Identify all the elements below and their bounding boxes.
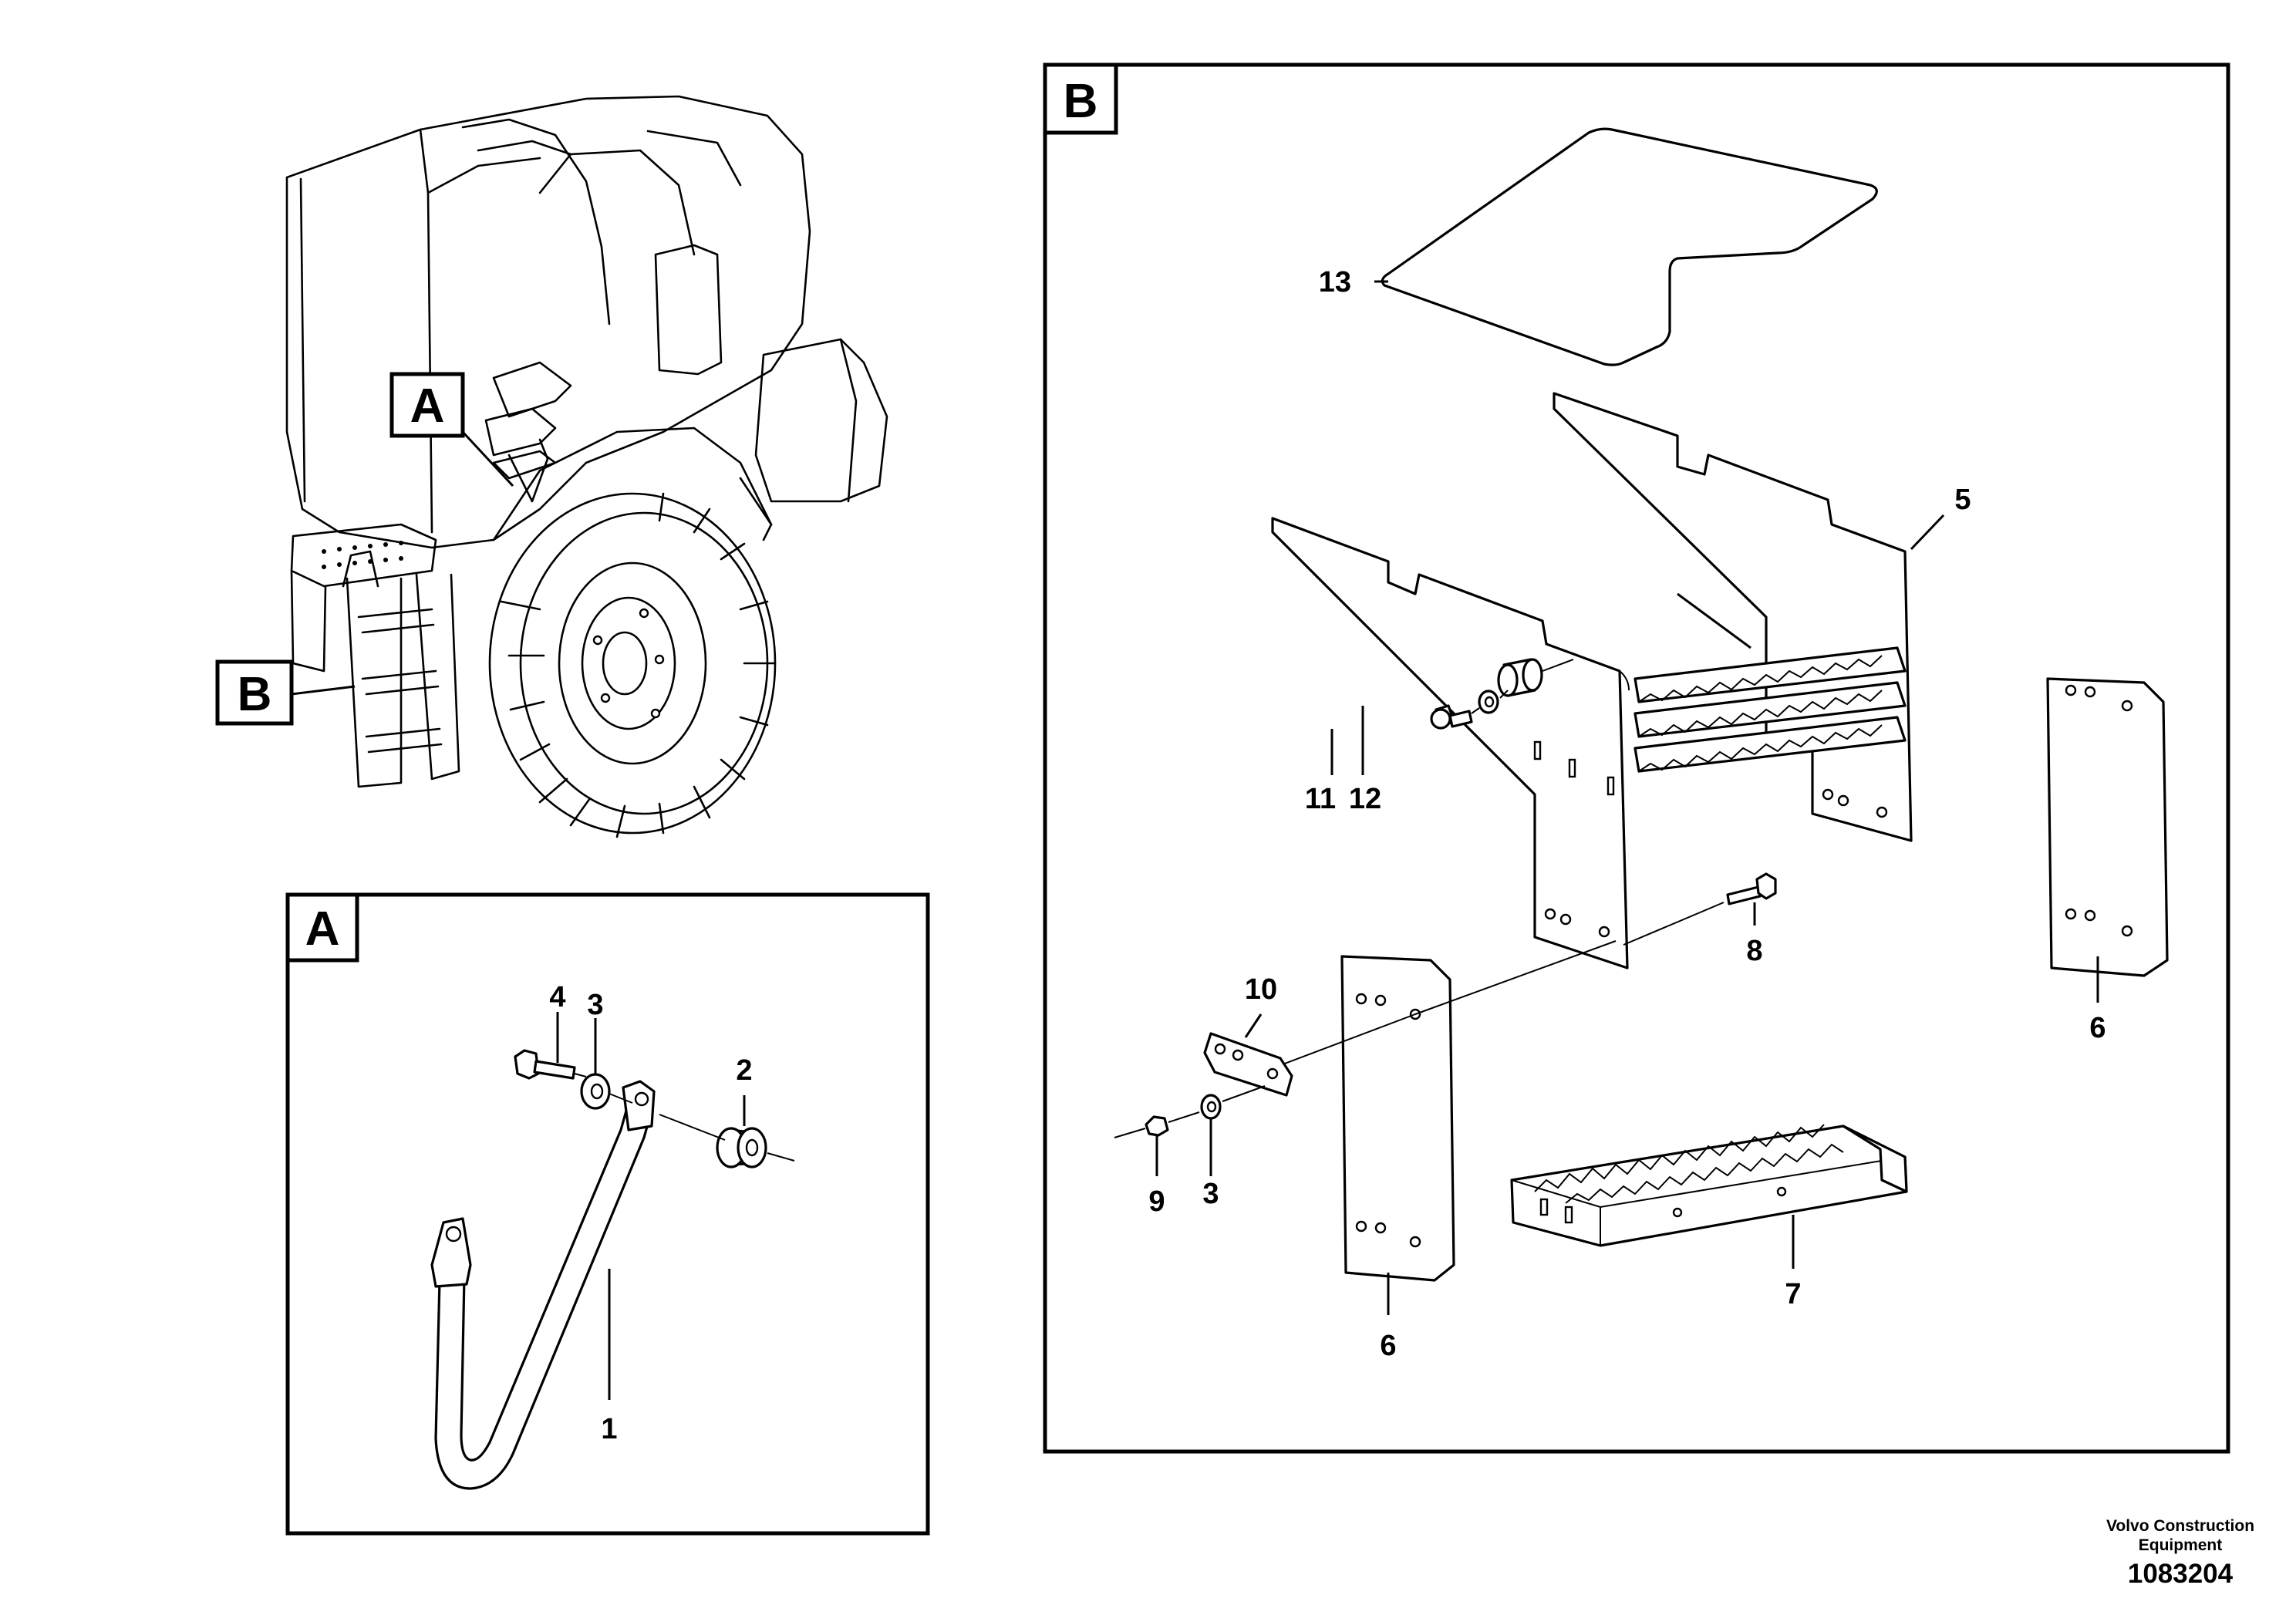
- svg-text:8: 8: [1746, 935, 1762, 967]
- plate-6-left: [1340, 955, 1455, 1282]
- side-plate-near: [1271, 517, 1629, 969]
- step-7: [1510, 1125, 1908, 1247]
- plate-6-right: [2046, 677, 2169, 977]
- detail-a-view: A 4 3 2 1: [285, 892, 930, 1536]
- svg-text:3: 3: [587, 989, 603, 1021]
- svg-text:5: 5: [1954, 484, 1971, 516]
- step-treads: [1633, 646, 1907, 773]
- svg-text:9: 9: [1148, 1185, 1165, 1218]
- svg-text:6: 6: [1380, 1330, 1396, 1362]
- svg-text:7: 7: [1785, 1278, 1801, 1310]
- svg-text:1: 1: [601, 1413, 617, 1445]
- platform-dots: [322, 541, 403, 569]
- svg-text:A: A: [305, 902, 340, 956]
- svg-text:12: 12: [1349, 783, 1381, 815]
- callout-b: B: [215, 659, 294, 726]
- svg-text:B: B: [1064, 75, 1098, 128]
- svg-text:13: 13: [1319, 266, 1351, 298]
- clamp-plate: [1203, 1032, 1293, 1097]
- detail-b-view: B: [1043, 62, 2230, 1454]
- svg-text:3: 3: [1202, 1178, 1219, 1210]
- callout-a: A: [389, 372, 465, 438]
- step-mat: [1381, 127, 1878, 366]
- svg-text:B: B: [238, 668, 272, 721]
- drawing-number: 1083204: [2128, 1559, 2234, 1589]
- svg-text:6: 6: [2089, 1012, 2106, 1044]
- machine-overview: [285, 95, 888, 838]
- footer: Volvo Construction Equipment 1083204: [2106, 1517, 2254, 1589]
- svg-text:11: 11: [1305, 783, 1336, 815]
- company-name-line1: Volvo Construction: [2106, 1517, 2254, 1535]
- company-name-line2: Equipment: [2139, 1536, 2223, 1554]
- svg-text:2: 2: [736, 1054, 752, 1087]
- svg-text:A: A: [410, 379, 445, 433]
- svg-text:4: 4: [549, 981, 565, 1013]
- svg-text:10: 10: [1245, 973, 1277, 1006]
